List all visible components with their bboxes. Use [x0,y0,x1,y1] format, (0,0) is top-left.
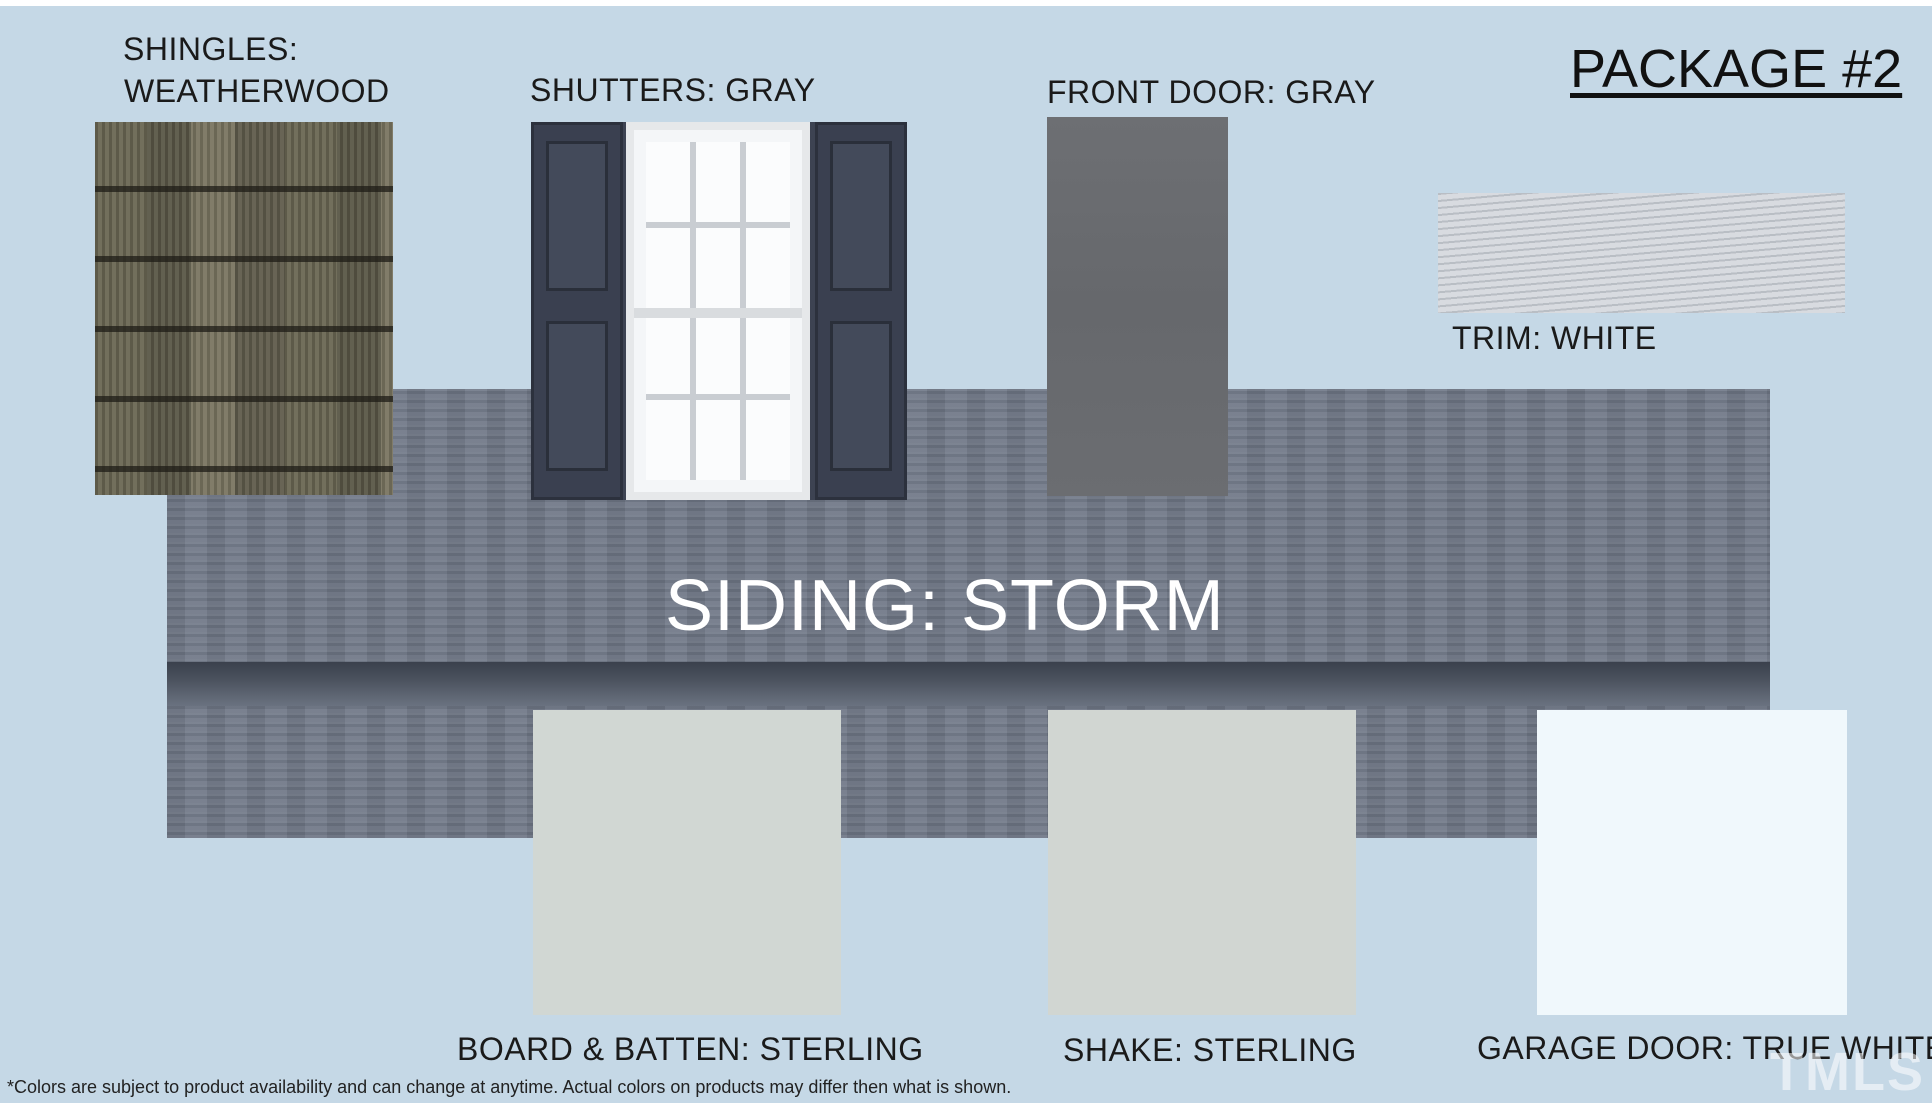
left-shutter [531,122,623,500]
shake-label: SHAKE: STERLING [1063,1032,1357,1068]
disclaimer-footnote: *Colors are subject to product availabil… [7,1077,1012,1097]
shutter-panel [830,141,892,291]
siding-storm-swatch: SIDING: STORM [167,389,1770,838]
trim-label: TRIM: WHITE [1452,320,1657,356]
shutters-window-image [531,122,907,500]
front-door-label: FRONT DOOR: GRAY [1047,74,1376,110]
front-door-gray-swatch [1047,117,1228,496]
window-panes [646,142,790,480]
package-title: PACKAGE #2 [1570,39,1903,99]
siding-shadow-band [167,662,1770,706]
trim-white-swatch [1438,193,1845,313]
board-batten-label: BOARD & BATTEN: STERLING [457,1031,924,1067]
right-shutter [815,122,907,500]
shingles-label-line1: SHINGLES: [123,31,299,67]
window [626,122,810,500]
shutters-label: SHUTTERS: GRAY [530,72,816,108]
board-batten-sterling-swatch [533,710,841,1015]
watermark-logo: TMLS [1770,1042,1925,1102]
shingles-weatherwood-swatch [95,122,393,495]
shutter-panel [546,141,608,291]
shutter-panel [830,321,892,471]
shingles-label-line2: WEATHERWOOD [124,73,390,109]
shutter-panel [546,321,608,471]
shake-sterling-swatch [1048,710,1356,1015]
siding-label: SIDING: STORM [665,566,1225,646]
window-sash [634,308,802,318]
garage-door-label: GARAGE DOOR: TRUE WHITE [1477,1030,1932,1066]
garage-door-true-white-swatch [1537,710,1847,1015]
